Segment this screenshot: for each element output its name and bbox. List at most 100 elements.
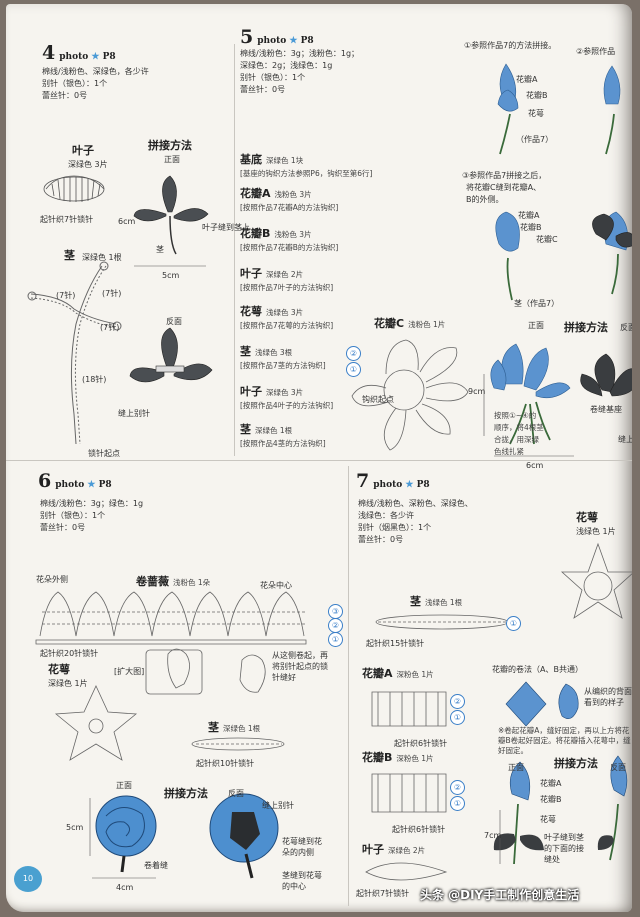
- pin-label: 缝上别针: [262, 801, 294, 810]
- stem-sew-label: 茎缝到花萼的中心: [282, 871, 322, 891]
- center-label: 花朵中心: [260, 581, 292, 590]
- outer-label: 花朵外侧: [36, 575, 68, 584]
- diagram-layer: [27, 63, 632, 881]
- part-note: [按照作品4叶子的方法钩织]: [240, 401, 334, 410]
- back-label: 反面: [166, 317, 182, 326]
- back-label: 反面: [610, 763, 626, 772]
- part-label: 花萼: [540, 815, 556, 824]
- step-marker: ①: [450, 710, 465, 725]
- instruction-text: 色线扎紧: [494, 447, 524, 456]
- watermark: 头条 @DIY手工制作创意生活: [420, 888, 580, 902]
- part-label: 花瓣B: [540, 795, 562, 804]
- chain-origin-label: 钩织起点: [362, 395, 394, 404]
- chain-label: 起针织7针锁针: [356, 889, 410, 898]
- part-label: 花瓣A: [518, 211, 540, 220]
- step-marker: ②: [450, 780, 465, 795]
- stitch-count: (7针): [102, 289, 122, 298]
- chain-label: 起针织15针锁针: [366, 639, 425, 648]
- part-label: 花瓣A: [516, 75, 538, 84]
- assembly-title: 拼接方法: [554, 757, 598, 770]
- step-marker: ②: [346, 346, 361, 361]
- part-note: [按照作品7花瓣B的方法钩织]: [240, 243, 339, 252]
- front-label: 正面: [116, 781, 132, 790]
- materials-line: 蕾丝针：0号: [40, 523, 86, 532]
- calyx-title: 花萼: [48, 663, 70, 676]
- step-text: ③参照作品7拼接之后，: [462, 171, 547, 180]
- part-item: 茎浅绿色 3根: [240, 345, 293, 358]
- part-item: 花萼浅绿色 3片: [240, 305, 304, 318]
- dim-label: 7cm: [484, 831, 502, 840]
- part-note: [按照作品7花瓣A的方法钩织]: [240, 203, 339, 212]
- part-label: 茎（作品7）: [514, 299, 560, 308]
- part-note: [按照作品7花萼的方法钩织]: [240, 321, 334, 330]
- part-note: [按照作品4茎的方法钩织]: [240, 439, 326, 448]
- dim-label: 4cm: [116, 883, 134, 892]
- chain-start-label: 起针织7针锁针: [40, 215, 94, 224]
- calyx-sew-label: 卷着缝: [144, 861, 168, 870]
- dim-label: 9cm: [468, 387, 486, 396]
- stem-title: 茎浅绿色 1根: [410, 595, 463, 608]
- materials-line: 蕾丝针：0号: [42, 91, 88, 100]
- leaf-sew-label: 叶子缝到茎的下面的接缝处: [544, 833, 584, 864]
- materials-line: 棉线/浅粉色：3g；绿色：1g: [40, 499, 144, 508]
- part-item: 茎深绿色 1根: [240, 423, 293, 436]
- step-marker: ①: [506, 616, 521, 631]
- leaf-sew-label: 叶子缝到茎上: [202, 223, 250, 232]
- step-text: ②参照作品: [576, 47, 616, 56]
- step-text: B的外侧。: [466, 195, 504, 204]
- part-label: 卷缝基座: [590, 405, 622, 414]
- stem-color: 深绿色 1根: [82, 253, 122, 262]
- materials-line: 别针（银色）：1个: [40, 511, 106, 520]
- front-label: 正面: [164, 155, 180, 164]
- step-marker: ①: [346, 362, 361, 377]
- part-label: 花瓣C: [536, 235, 558, 244]
- part-label: 花萼: [528, 109, 544, 118]
- materials-line: 蕾丝针：0号: [240, 85, 286, 94]
- chain-label: 起针织20针锁针: [40, 649, 99, 658]
- stem-label: 茎: [156, 245, 164, 254]
- leaf-title: 叶子深绿色 2片: [362, 843, 426, 856]
- instruction-note: ※卷起花瓣A，缝好固定，再以上方将花瓣B卷起好固定。将花瓣插入花萼中，缝好固定。: [498, 726, 631, 755]
- part-label: 花瓣A: [540, 779, 562, 788]
- part-note: [按照作品7叶子的方法钩织]: [240, 283, 334, 292]
- materials-line: 别针（烟黑色）：1个: [358, 523, 432, 532]
- chain-label: 起针织6针锁针: [394, 739, 448, 748]
- part-label: （作品7）: [516, 135, 554, 144]
- dim-label: 5cm: [66, 823, 84, 832]
- part-label: 缝上别针: [618, 435, 632, 444]
- calyx-color: 浅绿色 1片: [576, 527, 616, 536]
- divider: [234, 44, 235, 456]
- assembly-title: 拼接方法: [564, 321, 608, 334]
- leaf-color: 深绿色 3片: [68, 160, 108, 169]
- roll-note: 从编织的背面看到的样子: [584, 687, 632, 707]
- step-marker: ①: [450, 796, 465, 811]
- step-marker: ①: [328, 632, 343, 647]
- assembly-title: 拼接方法: [148, 139, 192, 152]
- roll-instruction: 从这侧卷起，再将别针起点的锁针缝好: [272, 651, 328, 682]
- assembly-title: 拼接方法: [164, 787, 208, 800]
- dim-label: 6cm: [118, 217, 136, 226]
- chain-origin-label: 锁针起点: [88, 449, 120, 458]
- zoom-label: [扩大图]: [114, 667, 145, 676]
- part-item: 叶子深绿色 3片: [240, 385, 304, 398]
- part-label: 花瓣B: [520, 223, 542, 232]
- front-label: 正面: [528, 321, 544, 330]
- materials-line: 棉线/浅粉色、深粉色、深绿色、: [358, 499, 473, 508]
- materials-line: 浅绿色：各少许: [358, 511, 414, 520]
- dim-label: 5cm: [162, 271, 180, 280]
- sew-pin-label: 缝上别针: [118, 409, 150, 418]
- part-label: 花瓣B: [526, 91, 548, 100]
- instruction-text: 按照①~④的: [494, 411, 537, 420]
- divider: [6, 460, 632, 461]
- part-note: [按照作品7茎的方法钩织]: [240, 361, 326, 370]
- step-marker: ②: [328, 618, 343, 633]
- part-note: [基座的钩织方法参照P6，钩织至第6行]: [240, 169, 373, 178]
- front-label: 正面: [508, 763, 524, 772]
